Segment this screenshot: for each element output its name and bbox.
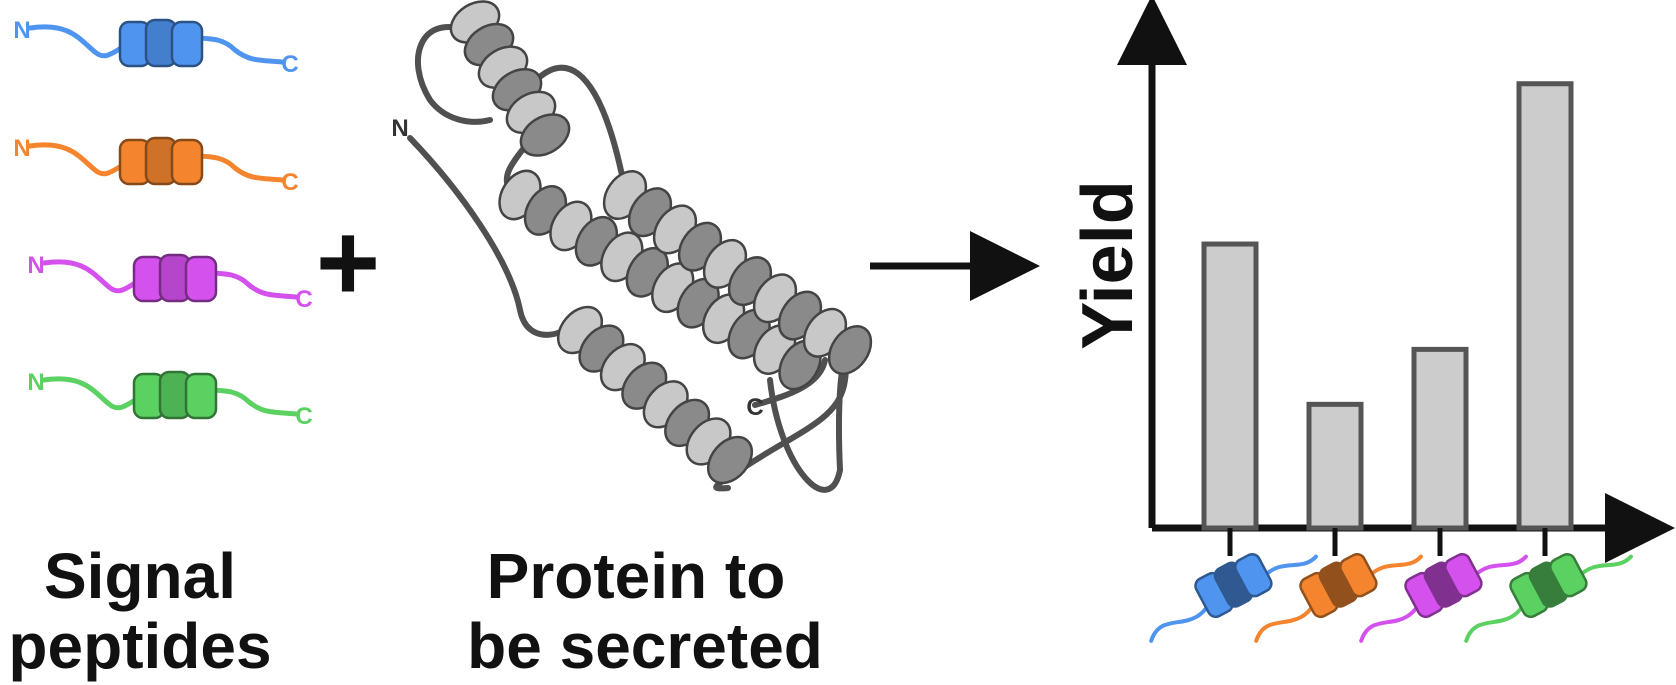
signal-peptide-body: NC [27,369,312,430]
protein-label-line1: Protein to [487,540,786,612]
bars [1201,81,1574,531]
tick-icon-blue-peptide [1149,553,1318,643]
alpha-helix [449,0,571,157]
peptide-c-terminus-label: C [295,403,312,430]
y-axis-title: Yield [1068,180,1148,349]
tick-icon-orange-peptide [1254,553,1423,643]
peptide-c-terminus-label: C [295,286,312,313]
peptide-n-terminus-label: N [27,369,44,396]
x-ticks [1227,528,1548,556]
protein-label-line2: be secreted [467,610,823,682]
peptide-c-terminus-label: C [281,169,298,196]
signal-peptide-list: NC NC NC NC [13,17,312,430]
signal-peptide-blue: NC [13,17,298,78]
signal-peptide-body: NC [13,135,298,196]
yield-chart: Yield [1068,0,1675,643]
signal-peptide-body: NC [13,17,298,78]
x-tick-icons [1149,553,1633,643]
helix-icon [118,136,204,186]
alpha-helix [602,170,873,375]
plus-symbol: + [316,201,380,324]
helix-icon [132,370,218,420]
protein-n-terminus-label: N [391,115,408,142]
signal-peptide-green: NC [27,369,312,430]
bar-blue [1201,241,1259,531]
tick-icon-purple-peptide [1359,553,1528,643]
protein-structure: N C [391,0,873,493]
alpha-helix [556,305,754,485]
peptide-c-terminus-label: C [281,51,298,78]
helix-icon [132,253,218,303]
signal-peptide-orange: NC [13,135,298,196]
peptide-n-terminus-label: N [13,135,30,162]
tick-icon-green-peptide [1464,553,1633,643]
signal-peptides-label-line2: peptides [8,610,271,682]
signal-peptide-body: NC [27,252,312,313]
peptide-n-terminus-label: N [27,252,44,279]
signal-peptide-purple: NC [27,252,312,313]
bar-orange [1306,401,1364,531]
peptide-n-terminus-label: N [13,17,30,44]
helix-icon [118,18,204,68]
protein-helices [449,0,873,485]
bar-green [1516,81,1574,531]
signal-peptides-label-line1: Signal [44,540,236,612]
protein-c-terminus-label: C [746,394,763,421]
bar-purple [1411,346,1469,531]
